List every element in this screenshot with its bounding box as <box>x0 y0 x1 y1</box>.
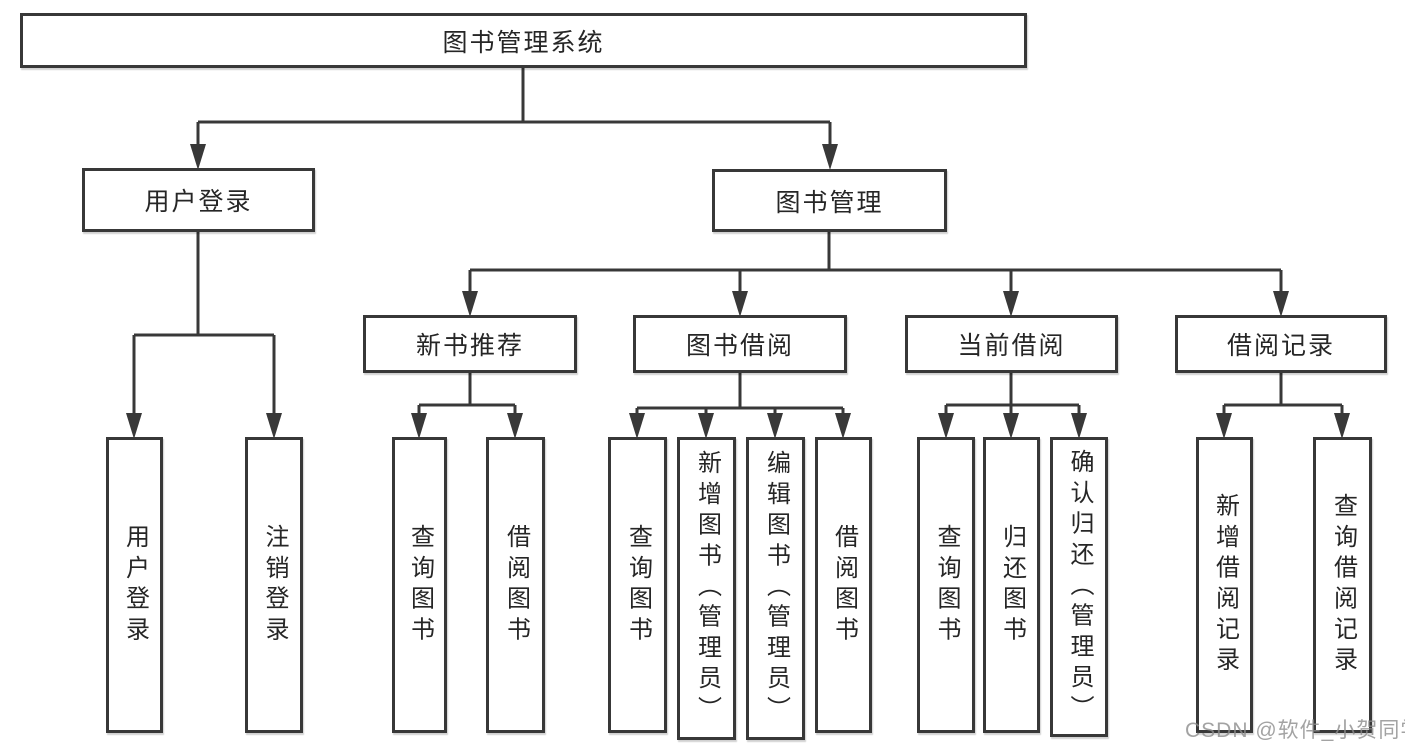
node-book-borrow: 图书借阅 <box>633 315 847 373</box>
node-book-borrow-label: 图书借阅 <box>685 332 794 360</box>
node-user-login-label: 用户登录 <box>144 188 253 216</box>
node-borrow-records-label: 借阅记录 <box>1226 332 1335 360</box>
leaf-logout: 注销登录 <box>245 437 303 733</box>
edge-root-to-level2 <box>196 68 832 150</box>
leaf-borrow-query-books-label: 查询图书 <box>624 523 652 647</box>
leaf-newbooks-query-books-label: 查询图书 <box>406 523 434 647</box>
arrowheads-bookborrow-group <box>629 413 851 439</box>
leaf-current-query-books: 查询图书 <box>917 437 975 733</box>
leaf-newbooks-query-books: 查询图书 <box>392 437 447 733</box>
node-new-book-recommend: 新书推荐 <box>363 315 577 373</box>
leaf-records-query-record-label: 查询借阅记录 <box>1329 492 1357 678</box>
arrowheads-newbooks-group <box>411 413 523 439</box>
node-current-borrow-label: 当前借阅 <box>957 332 1066 360</box>
node-user-login: 用户登录 <box>82 168 315 232</box>
node-borrow-records: 借阅记录 <box>1175 315 1387 373</box>
node-root-label: 图书管理系统 <box>442 28 605 57</box>
node-book-management-label: 图书管理 <box>775 188 884 217</box>
edge-bookmgmt-to-level3 <box>468 232 1283 295</box>
arrowheads-borrowrecords-group <box>1216 413 1350 439</box>
edge-currentborrow-group <box>944 373 1081 415</box>
arrowheads-currentborrow-group <box>938 413 1087 439</box>
leaf-borrow-borrow-books: 借阅图书 <box>815 437 872 733</box>
leaf-borrow-edit-books-admin: 编辑图书（管理员） <box>746 437 805 740</box>
node-book-management: 图书管理 <box>712 169 947 232</box>
arrowheads-level3 <box>462 291 1289 317</box>
leaf-current-confirm-return-admin: 确认归还（管理员） <box>1050 437 1108 737</box>
leaf-current-confirm-return-admin-label: 确认归还（管理员） <box>1066 448 1093 726</box>
edge-newbooks-group <box>417 373 517 415</box>
leaf-borrow-query-books: 查询图书 <box>608 437 667 733</box>
leaf-current-return-books: 归还图书 <box>983 437 1040 733</box>
edge-borrowrecords-group <box>1222 373 1344 415</box>
node-root-system: 图书管理系统 <box>20 13 1027 68</box>
leaf-newbooks-borrow-books: 借阅图书 <box>486 437 545 733</box>
node-new-book-recommend-label: 新书推荐 <box>415 332 524 360</box>
edge-bookborrow-group <box>635 373 845 415</box>
leaf-records-add-record: 新增借阅记录 <box>1196 437 1253 733</box>
edge-userlogin-group <box>132 232 276 415</box>
leaf-user-login-label: 用户登录 <box>121 523 149 647</box>
leaf-user-login: 用户登录 <box>106 437 163 733</box>
node-current-borrow: 当前借阅 <box>905 315 1118 373</box>
leaf-borrow-add-books-admin-label: 新增图书（管理员） <box>693 450 721 727</box>
leaf-records-query-record: 查询借阅记录 <box>1313 437 1372 733</box>
leaf-records-add-record-label: 新增借阅记录 <box>1211 492 1239 678</box>
leaf-current-query-books-label: 查询图书 <box>933 523 960 647</box>
csdn-watermark: CSDN @软件_小贺同学 <box>1185 719 1405 742</box>
leaf-borrow-borrow-books-label: 借阅图书 <box>830 523 858 647</box>
leaf-borrow-add-books-admin: 新增图书（管理员） <box>677 437 736 740</box>
leaf-logout-label: 注销登录 <box>261 523 288 647</box>
arrowheads-level2 <box>190 144 838 170</box>
leaf-current-return-books-label: 归还图书 <box>998 523 1026 647</box>
leaf-borrow-edit-books-admin-label: 编辑图书（管理员） <box>762 450 790 727</box>
arrowheads-userlogin-group <box>126 413 282 439</box>
leaf-newbooks-borrow-books-label: 借阅图书 <box>502 523 530 647</box>
